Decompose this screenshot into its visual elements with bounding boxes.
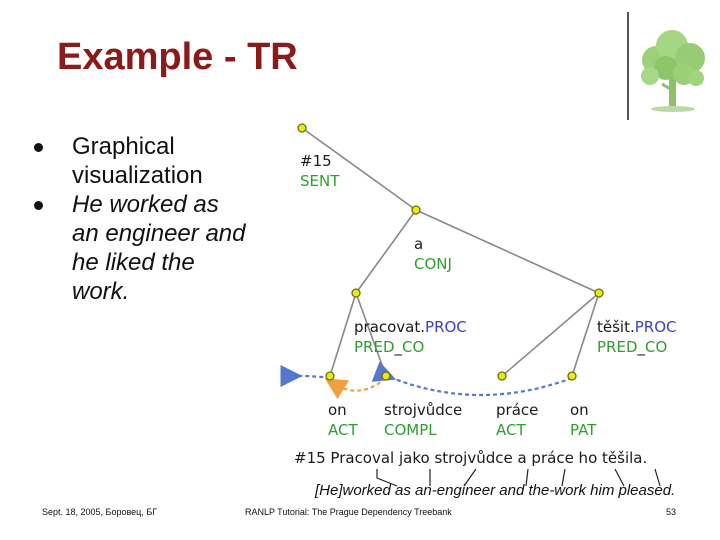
english-gloss: [He]worked as an-engineer and the-work h… bbox=[315, 482, 676, 499]
bullet-line: work. bbox=[72, 278, 130, 305]
bullet-list: Graphical visualization He worked as an … bbox=[32, 132, 282, 306]
node-functor: ACT bbox=[496, 421, 526, 439]
node-label: on bbox=[570, 401, 589, 419]
edge bbox=[501, 292, 600, 377]
bullet-text: He worked as an engineer and he liked th… bbox=[72, 190, 282, 306]
node-functor: SENT bbox=[300, 172, 340, 190]
tree-node bbox=[594, 288, 604, 298]
footer-date: Sept. 18, 2005, Боровец, БГ bbox=[42, 507, 158, 517]
node-functor: PRED_CO bbox=[597, 338, 667, 357]
node-functor-sep: _ bbox=[394, 338, 403, 357]
node-functor-part: CO bbox=[645, 338, 667, 356]
alignment-line bbox=[463, 468, 477, 487]
tree-node bbox=[567, 371, 577, 381]
node-functor-part: PRED bbox=[597, 338, 638, 356]
node-proc: PROC bbox=[635, 318, 677, 336]
bullet-line: visualization bbox=[72, 162, 203, 189]
bullet-item: Graphical visualization bbox=[32, 132, 282, 190]
edge bbox=[571, 292, 600, 377]
node-label: práce bbox=[496, 401, 538, 419]
tree-node bbox=[381, 371, 391, 381]
node-lemma: těšit. bbox=[597, 318, 635, 336]
node-functor: COMPL bbox=[384, 421, 437, 439]
bullet-line: an engineer and bbox=[72, 220, 246, 247]
tree-edges bbox=[301, 127, 600, 377]
node-label: těšit.PROC bbox=[597, 318, 677, 336]
alignment-line bbox=[614, 468, 625, 487]
node-label: #15 bbox=[300, 152, 332, 170]
bullet-dot bbox=[34, 143, 43, 152]
tree-node bbox=[351, 288, 361, 298]
sentence-text: #15 Pracoval jako strojvůdce a práce ho … bbox=[294, 449, 647, 467]
edge bbox=[355, 209, 417, 294]
alignment-line bbox=[561, 468, 566, 487]
tree-node bbox=[497, 371, 507, 381]
node-functor: PAT bbox=[570, 421, 597, 439]
node-label: on bbox=[328, 401, 347, 419]
node-label: a bbox=[414, 235, 423, 253]
bullet-dot bbox=[34, 201, 43, 210]
tree-logo-icon bbox=[641, 30, 705, 112]
coref-arrow-blue bbox=[371, 361, 573, 397]
edge bbox=[415, 209, 600, 294]
footer-tutorial: RANLP Tutorial: The Prague Dependency Tr… bbox=[245, 507, 452, 517]
tree-node bbox=[411, 205, 421, 215]
bullet-line: He worked as bbox=[72, 191, 219, 218]
bullet-text: Graphical visualization bbox=[72, 132, 282, 190]
tree-nodes bbox=[297, 123, 604, 381]
node-functor-part: CO bbox=[402, 338, 424, 356]
gloss-alignment-lines bbox=[376, 468, 661, 487]
node-label: pracovat.PROC bbox=[354, 318, 467, 336]
coref-arrow-blue bbox=[280, 364, 331, 387]
node-functor: PRED_CO bbox=[354, 338, 424, 357]
edge bbox=[329, 292, 357, 377]
node-functor: CONJ bbox=[414, 255, 452, 273]
page-number: 53 bbox=[666, 507, 677, 517]
coref-arrow-orange bbox=[324, 377, 387, 400]
alignment-line bbox=[376, 469, 398, 487]
node-proc: PROC bbox=[425, 318, 467, 336]
node-lemma: pracovat. bbox=[354, 318, 425, 336]
bullet-line: he liked the bbox=[72, 249, 195, 276]
alignment-line bbox=[525, 468, 529, 487]
bullet-item: He worked as an engineer and he liked th… bbox=[32, 190, 282, 306]
title-divider bbox=[627, 12, 629, 120]
tree-node bbox=[297, 123, 307, 133]
slide-title: Example - TR bbox=[57, 36, 298, 78]
edge bbox=[301, 127, 417, 211]
tree-node bbox=[325, 371, 335, 381]
node-functor-sep: _ bbox=[637, 338, 646, 357]
alignment-line bbox=[654, 468, 661, 487]
bullet-line: Graphical bbox=[72, 133, 175, 160]
node-functor-part: PRED bbox=[354, 338, 395, 356]
node-label: strojvůdce bbox=[384, 401, 462, 419]
node-functor: ACT bbox=[328, 421, 358, 439]
